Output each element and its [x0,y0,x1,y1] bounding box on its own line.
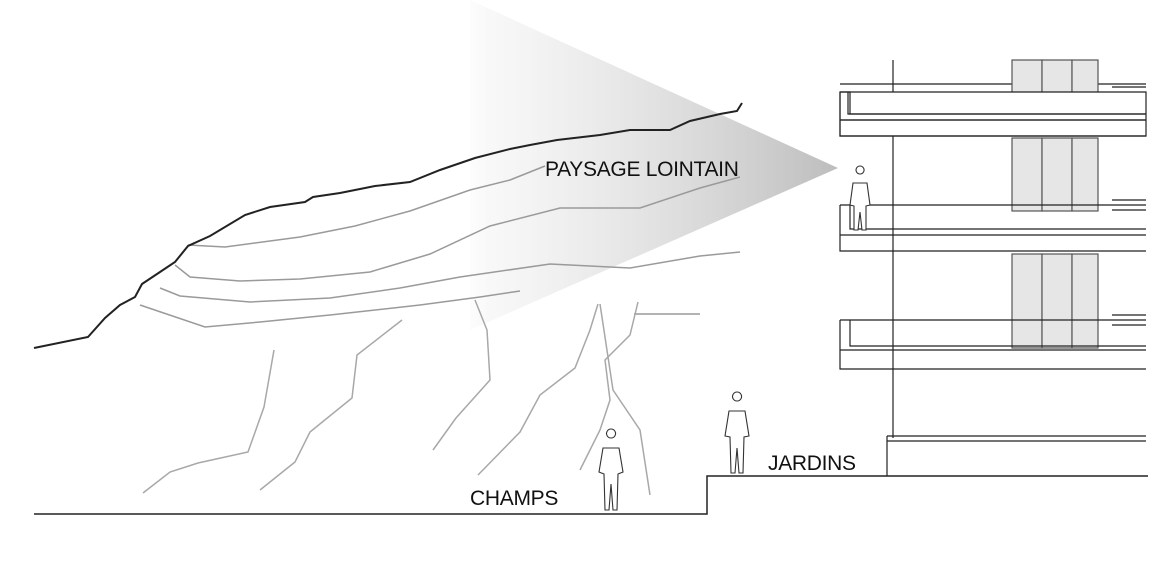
label-fields: CHAMPS [470,487,558,510]
people [598,165,871,511]
person-balcony [849,165,871,231]
person-fields [598,428,624,511]
hill-contours [139,165,741,328]
view-cone [470,0,838,330]
ground-line [34,475,1148,515]
person-gardens [724,391,750,474]
field-lines [142,299,651,496]
label-gardens: JARDINS [768,452,856,475]
balconies [839,86,1147,370]
label-distant-landscape: PAYSAGE LOINTAIN [545,158,739,181]
mountain-ridge [33,102,743,349]
